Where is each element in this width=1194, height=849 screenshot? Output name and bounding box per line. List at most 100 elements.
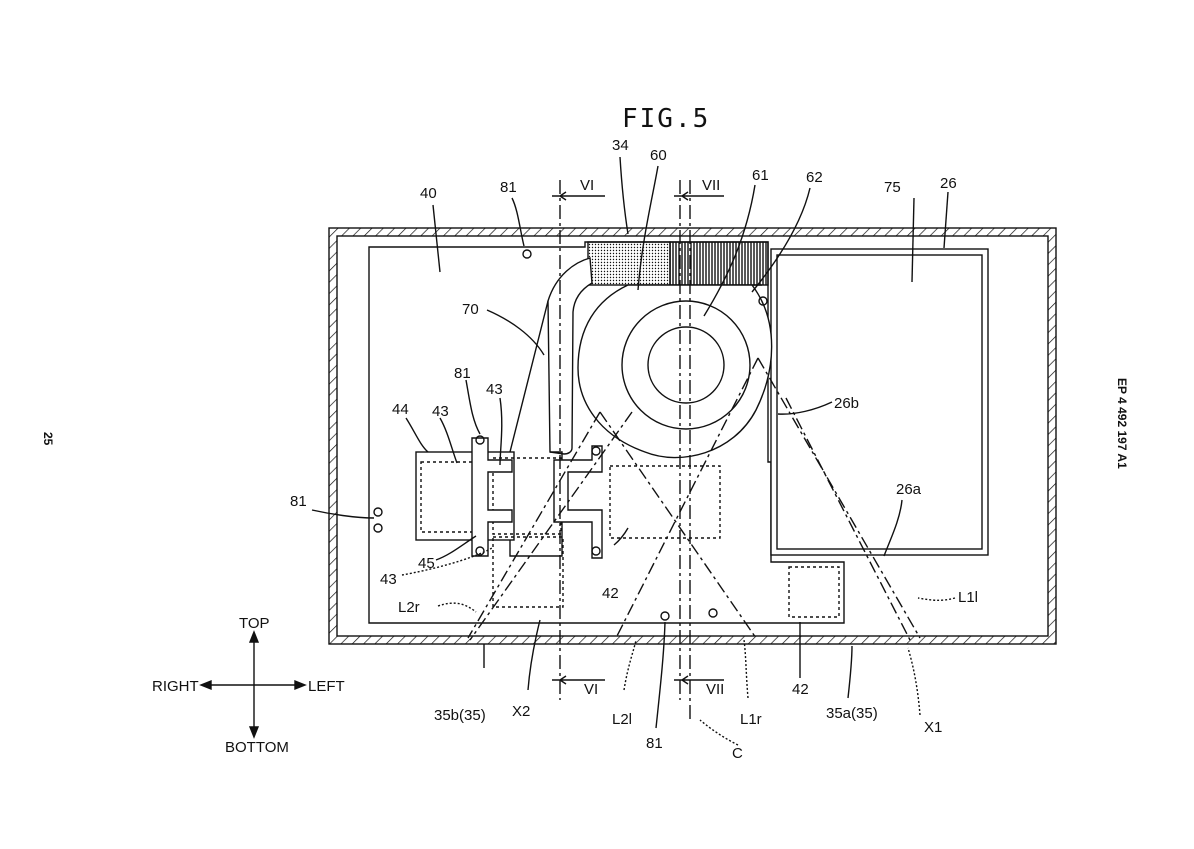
label-vii-bottom: VII: [706, 681, 724, 698]
cone-line-x2: [469, 411, 633, 641]
label-35b: 35b(35): [434, 707, 486, 724]
leader: [465, 379, 481, 435]
label-61: 61: [752, 167, 769, 184]
cone-line-l1r: [615, 357, 759, 639]
fan-housing: [577, 284, 773, 459]
label-34: 34: [612, 137, 629, 154]
label-l2l: L2l: [612, 711, 632, 728]
screw-hole: [708, 608, 718, 618]
chip-42-right: [788, 566, 840, 618]
screw-hole: [373, 523, 383, 533]
label-81: 81: [646, 735, 663, 752]
leader: [655, 621, 666, 729]
screw-hole: [591, 546, 601, 556]
screw-hole: [373, 507, 383, 517]
label-43: 43: [380, 571, 397, 588]
label-l2r: L2r: [398, 599, 420, 616]
chip-43-left: [420, 461, 488, 533]
leader: [619, 156, 629, 235]
leader: [405, 417, 429, 453]
leader: [401, 547, 493, 576]
leader: [527, 619, 541, 691]
battery-inner: [776, 254, 983, 550]
screw-hole: [591, 446, 601, 456]
arrow-vii-bottom: [674, 675, 724, 685]
label-26: 26: [940, 175, 957, 192]
leader: [743, 639, 749, 699]
leader: [883, 499, 903, 557]
screw-hole: [522, 249, 532, 259]
direction-right: RIGHT: [152, 678, 199, 695]
arrow-vi-top: [552, 191, 605, 201]
heat-pipe: [547, 257, 593, 455]
label-vi-bottom: VI: [584, 681, 598, 698]
label-40: 40: [420, 185, 437, 202]
chip-42-center: [609, 465, 721, 539]
label-81: 81: [454, 365, 471, 382]
label-75: 75: [884, 179, 901, 196]
leader: [777, 401, 833, 415]
label-26a: 26a: [896, 481, 922, 498]
direction-bottom: BOTTOM: [225, 739, 289, 756]
arrow-vi-bottom: [552, 675, 605, 685]
label-35a: 35a(35): [826, 705, 878, 722]
chip-43-low: [492, 536, 564, 608]
screw-hole: [475, 546, 485, 556]
label-c: C: [732, 745, 743, 762]
leader: [499, 397, 503, 466]
leader: [751, 187, 811, 293]
heat-sink-dotted: [587, 241, 671, 286]
fan-impeller: [621, 300, 751, 430]
screw-hole: [660, 611, 670, 621]
arrow-vii-top: [674, 191, 724, 201]
label-43: 43: [432, 403, 449, 420]
label-45: 45: [418, 555, 435, 572]
leader: [907, 647, 921, 716]
cone-line-l1l: [757, 357, 921, 639]
document-id: EP 4 492 197 A1: [1115, 378, 1129, 469]
label-x1: X1: [924, 719, 942, 736]
leader: [311, 509, 375, 519]
bracket-45: [471, 437, 513, 557]
label-vi-top: VI: [580, 177, 594, 194]
figure-title: FIG.5: [622, 104, 710, 134]
label-81: 81: [500, 179, 517, 196]
label-81: 81: [290, 493, 307, 510]
leader: [699, 719, 739, 746]
screw-hole: [758, 296, 768, 306]
direction-left: LEFT: [308, 678, 345, 695]
label-26b: 26b: [834, 395, 859, 412]
bracket-45-right: [553, 445, 603, 559]
label-l1l: L1l: [958, 589, 978, 606]
page-number: 25: [41, 432, 55, 446]
screw-hole: [475, 435, 485, 445]
leader: [623, 639, 637, 691]
leader: [437, 602, 477, 613]
label-l1r: L1r: [740, 711, 762, 728]
leader: [911, 197, 915, 283]
label-70: 70: [462, 301, 479, 318]
leader: [847, 645, 853, 699]
fan-hub: [647, 326, 725, 404]
heat-pipe-lower: [509, 300, 563, 557]
label-43: 43: [486, 381, 503, 398]
label-62: 62: [806, 169, 823, 186]
direction-top: TOP: [239, 615, 270, 632]
label-42: 42: [602, 585, 619, 602]
leader: [435, 535, 477, 561]
direction-indicator: [199, 630, 307, 739]
label-60: 60: [650, 147, 667, 164]
leader: [439, 417, 458, 464]
leader: [432, 204, 441, 273]
cone-line-l2r: [467, 411, 601, 639]
leader: [486, 309, 545, 356]
label-44: 44: [392, 401, 409, 418]
leader: [637, 165, 659, 291]
label-x2: X2: [512, 703, 530, 720]
label-vii-top: VII: [702, 177, 720, 194]
battery-outer: [770, 248, 989, 556]
heat-sink-fins: [669, 241, 769, 286]
label-42: 42: [792, 681, 809, 698]
